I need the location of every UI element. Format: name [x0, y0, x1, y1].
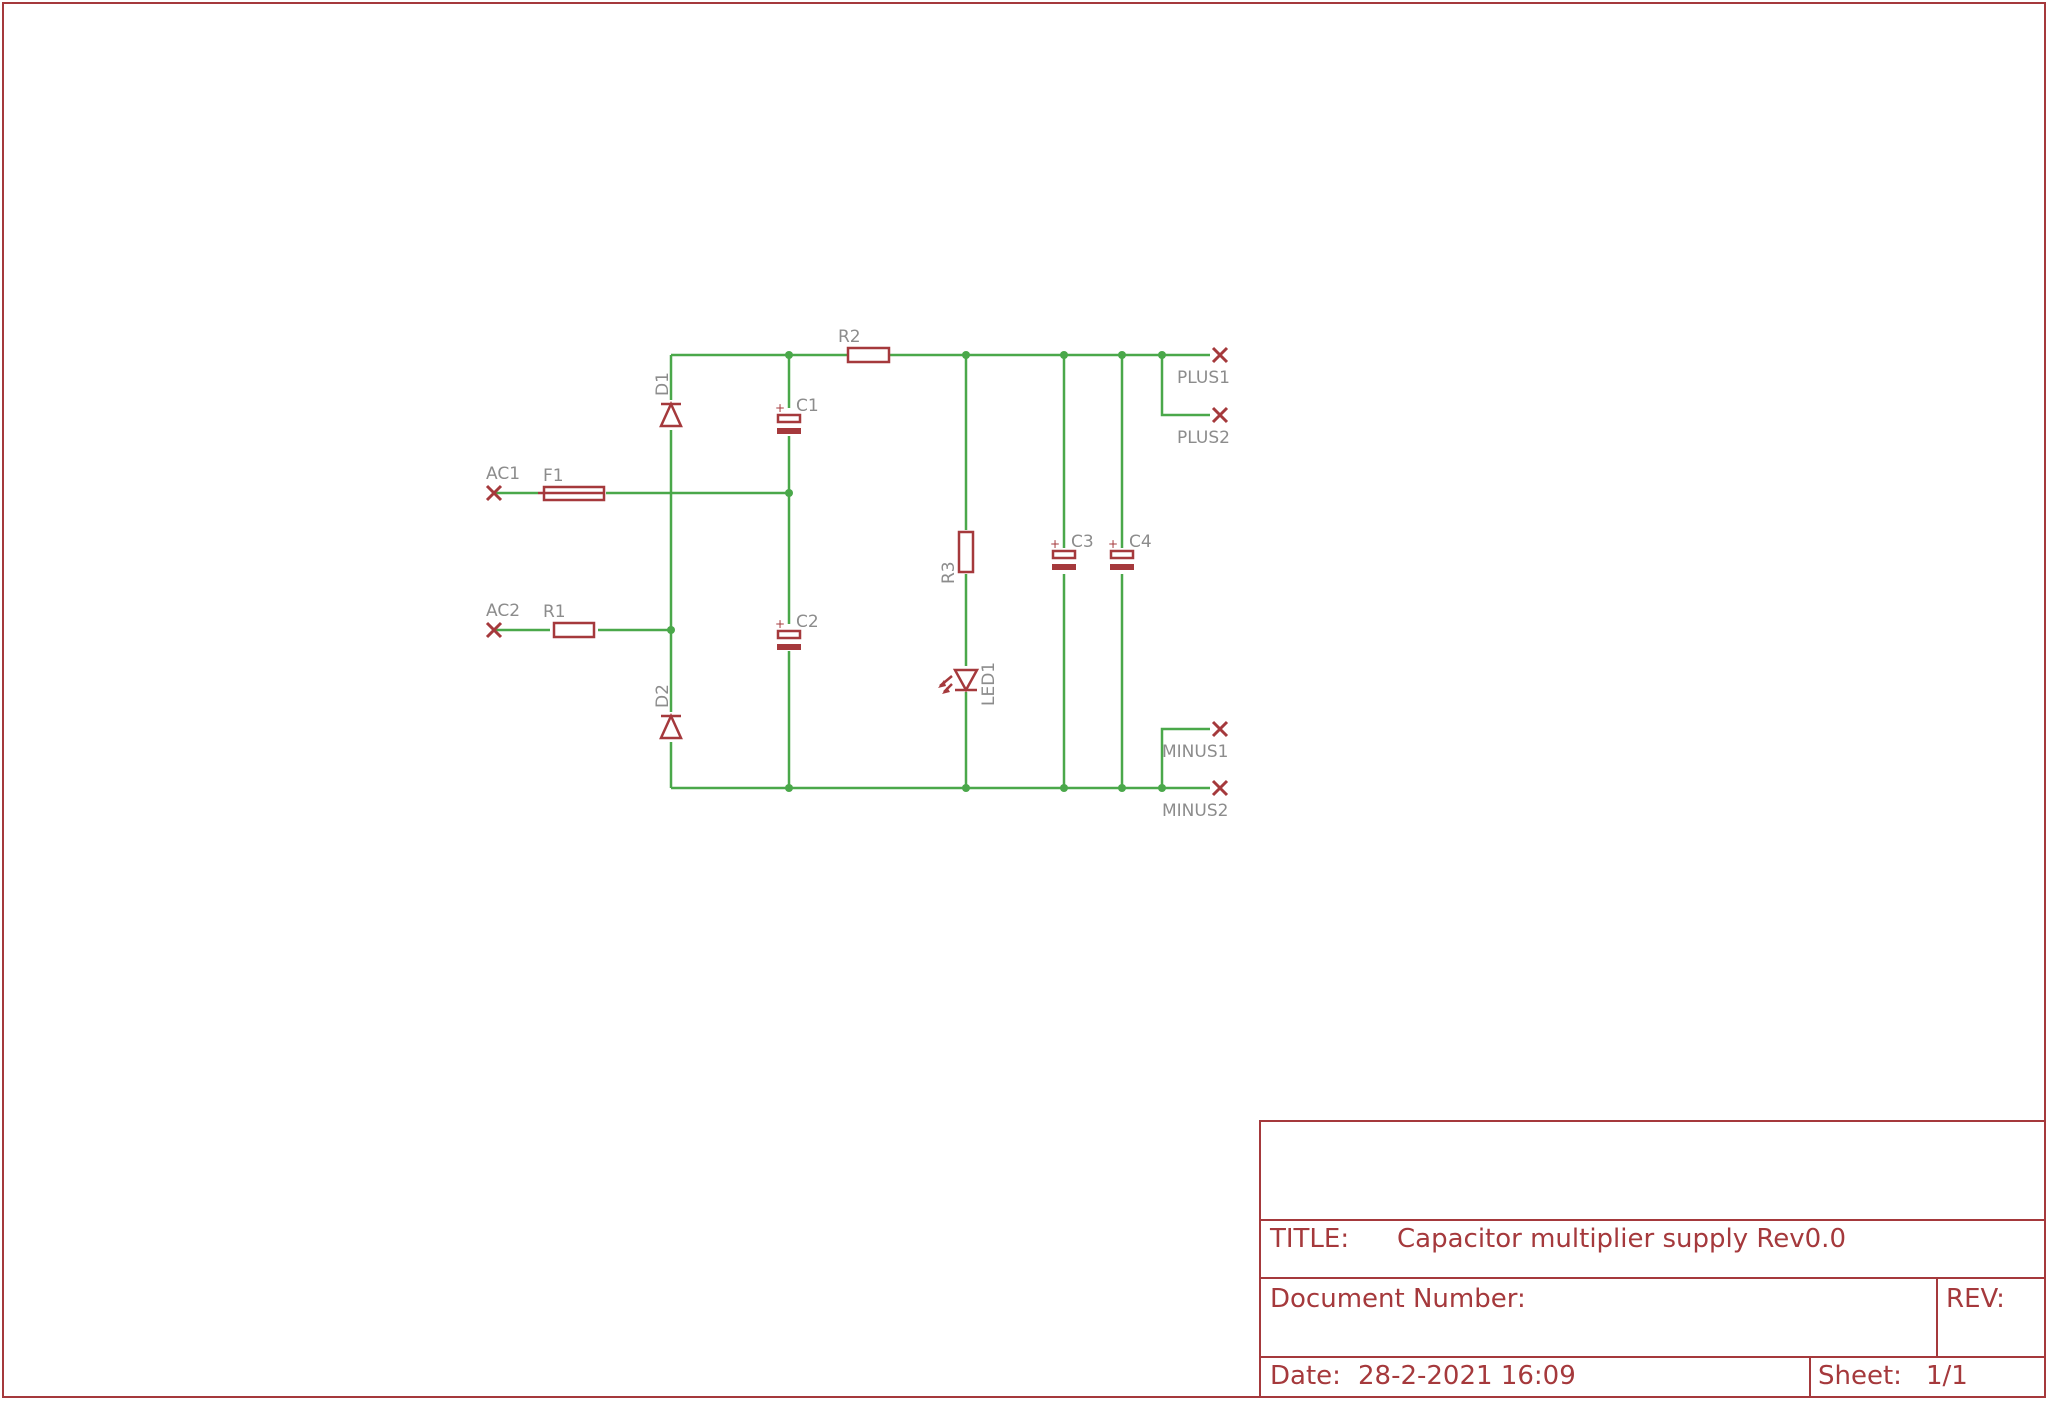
- junction-dot: [785, 489, 793, 497]
- label-ac1: AC1: [486, 464, 520, 484]
- document-number-label: Document Number:: [1270, 1284, 1526, 1314]
- rev-label: REV:: [1946, 1284, 2005, 1314]
- resistor-r1: R1: [543, 602, 596, 639]
- junction-dot: [1158, 784, 1166, 792]
- resistor-r3: R3: [939, 530, 975, 584]
- junction-dot: [785, 784, 793, 792]
- label-d1: D1: [653, 372, 673, 396]
- capacitor-c3: + C3: [1050, 532, 1094, 570]
- port-minus1: MINUS1: [1162, 720, 1229, 762]
- title-block: TITLE: Capacitor multiplier supply Rev0.…: [1259, 1120, 2046, 1398]
- junction-dot: [1118, 351, 1126, 359]
- date-value: 28-2-2021 16:09: [1358, 1361, 1576, 1391]
- label-c2: C2: [796, 612, 819, 632]
- plus-sign-c3: +: [1050, 537, 1060, 551]
- label-r3: R3: [939, 561, 959, 584]
- label-d2: D2: [653, 684, 673, 708]
- plus-sign-c4: +: [1108, 537, 1118, 551]
- label-r2: R2: [838, 327, 861, 347]
- port-ac2: AC2: [485, 601, 520, 639]
- x-mark-icon: [1211, 346, 1229, 364]
- fuse-f1: F1: [538, 466, 606, 502]
- sheet-label: Sheet:: [1818, 1361, 1902, 1391]
- x-mark-icon: [485, 621, 503, 639]
- led-led1: LED1: [938, 662, 999, 706]
- capacitor-c4: + C4: [1108, 532, 1152, 570]
- port-ac1: AC1: [485, 464, 520, 502]
- wires: [494, 353, 1210, 790]
- label-plus1: PLUS1: [1177, 368, 1230, 388]
- label-ac2: AC2: [486, 601, 520, 621]
- junction-dot: [962, 784, 970, 792]
- label-minus2: MINUS2: [1162, 801, 1228, 821]
- label-c3: C3: [1071, 532, 1094, 552]
- x-mark-icon: [1211, 406, 1229, 424]
- port-plus1: PLUS1: [1177, 346, 1230, 388]
- x-mark-icon: [1211, 779, 1229, 797]
- label-plus2: PLUS2: [1177, 428, 1230, 448]
- wire-minus1: [1160, 727, 1210, 788]
- junction-dot: [962, 351, 970, 359]
- label-led1: LED1: [979, 662, 999, 706]
- junctions: [667, 351, 1166, 792]
- label-c4: C4: [1129, 532, 1152, 552]
- port-minus2: MINUS2: [1162, 779, 1229, 821]
- junction-dot: [1060, 351, 1068, 359]
- junction-dot: [1060, 784, 1068, 792]
- label-f1: F1: [543, 466, 564, 486]
- title-label: TITLE:: [1269, 1224, 1349, 1254]
- junction-dot: [667, 626, 675, 634]
- label-r1: R1: [543, 602, 566, 622]
- label-minus1: MINUS1: [1162, 742, 1228, 762]
- diode-d1: D1: [653, 372, 683, 430]
- capacitor-c2: + C2: [775, 612, 819, 650]
- capacitor-c1: + C1: [775, 396, 819, 434]
- port-plus2: PLUS2: [1177, 406, 1230, 448]
- plus-sign-c2: +: [775, 617, 785, 631]
- resistor-r2: R2: [838, 327, 891, 364]
- x-mark-icon: [485, 484, 503, 502]
- junction-dot: [785, 351, 793, 359]
- label-c1: C1: [796, 396, 819, 416]
- title-value: Capacitor multiplier supply Rev0.0: [1397, 1224, 1846, 1254]
- wire-plus2: [1160, 355, 1210, 417]
- date-label: Date:: [1270, 1361, 1341, 1391]
- x-mark-icon: [1211, 720, 1229, 738]
- plus-sign-c1: +: [775, 401, 785, 415]
- junction-dot: [1118, 784, 1126, 792]
- sheet-value: 1/1: [1926, 1361, 1968, 1391]
- junction-dot: [1158, 351, 1166, 359]
- diode-d2: D2: [653, 684, 683, 742]
